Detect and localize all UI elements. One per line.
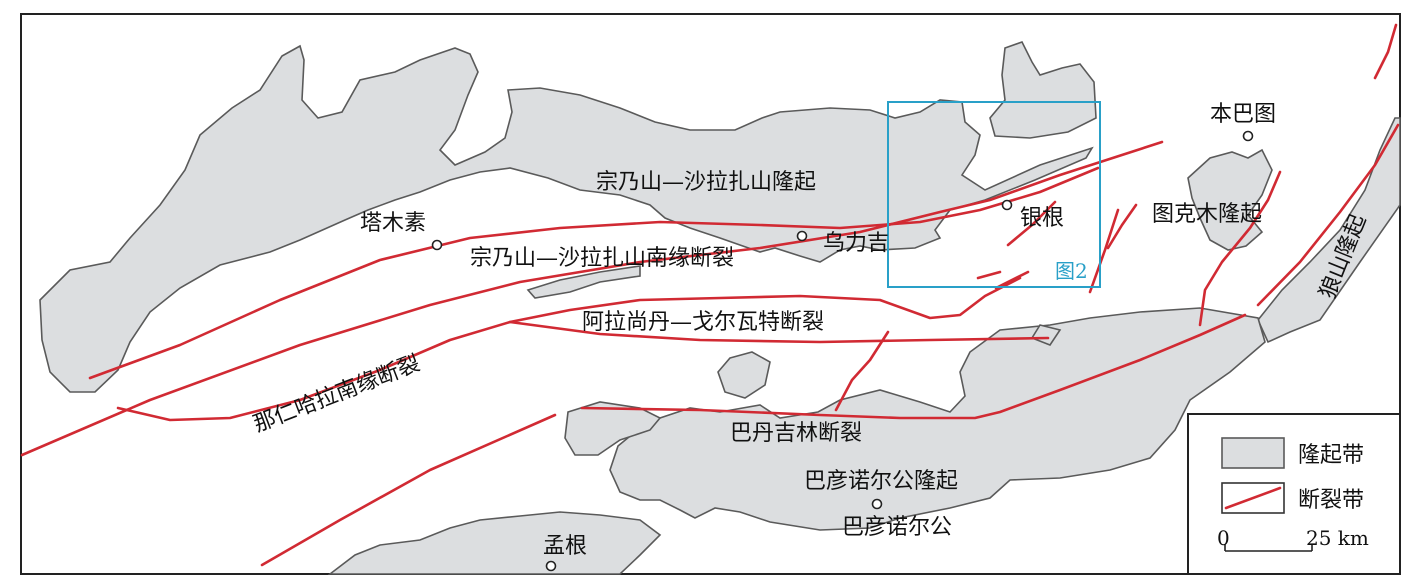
langshan-uplift-area bbox=[1257, 117, 1401, 344]
bayannuoer-label: 巴彦诺尔公 bbox=[842, 515, 952, 540]
yingen-north-lobe bbox=[989, 41, 1097, 139]
alashang-fault-label: 阿拉尚丹—戈尔瓦特断裂 bbox=[582, 310, 824, 335]
langshan-fault bbox=[1256, 123, 1400, 307]
zongnai-uplift-area bbox=[39, 44, 1094, 393]
yingen-label: 银根 bbox=[1020, 206, 1064, 231]
tuke-fault bbox=[1198, 170, 1282, 327]
inset-label: 图2 bbox=[1055, 259, 1088, 283]
tamusu-label: 塔木素 bbox=[360, 211, 426, 236]
legend-fault-line bbox=[1224, 486, 1282, 510]
menggen-uplift-area bbox=[327, 511, 662, 575]
benbatu-label: 本巴图 bbox=[1210, 102, 1276, 127]
middle-islet-2 bbox=[1030, 324, 1062, 346]
northeast-fault bbox=[1373, 23, 1398, 80]
inset-box bbox=[887, 101, 1101, 288]
yingen-fault-1 bbox=[1006, 200, 1057, 247]
tuke-uplift-label: 图克木隆起 bbox=[1152, 202, 1262, 227]
wuliji-label: 乌力吉 bbox=[823, 231, 889, 256]
alashang-branch bbox=[508, 320, 1050, 344]
southwest-fault bbox=[260, 413, 557, 567]
menggen-marker bbox=[545, 560, 557, 572]
middle-islet-1 bbox=[717, 351, 771, 399]
east-fault-2 bbox=[1106, 203, 1138, 250]
naren-fault-line bbox=[20, 140, 1164, 457]
yingen-fault-3 bbox=[994, 270, 1030, 290]
legend-uplift-label: 隆起带 bbox=[1298, 443, 1364, 468]
small-sliver bbox=[526, 265, 641, 299]
southwest-islet bbox=[564, 401, 662, 456]
scale-end-label: 25 km bbox=[1306, 526, 1369, 550]
bayannuoer-marker bbox=[871, 498, 883, 510]
scale-start-label: 0 bbox=[1217, 526, 1230, 550]
legend: 隆起带 断裂带 0 25 km bbox=[1187, 413, 1401, 575]
benbatu-marker bbox=[1242, 130, 1254, 142]
wuliji-marker bbox=[796, 230, 808, 242]
badanjilin-fault-line bbox=[580, 313, 1247, 420]
zongnai-uplift-label: 宗乃山—沙拉扎山隆起 bbox=[596, 170, 816, 195]
legend-box bbox=[1187, 413, 1401, 575]
east-fault-1 bbox=[1088, 208, 1120, 294]
menggen-label: 孟根 bbox=[543, 534, 587, 559]
legend-uplift-swatch bbox=[1221, 437, 1285, 469]
yingen-fault-2 bbox=[976, 270, 1002, 280]
alashang-fault-line bbox=[116, 276, 1022, 422]
yingen-marker bbox=[1001, 199, 1013, 211]
badanjilin-fault-label: 巴丹吉林断裂 bbox=[730, 421, 862, 446]
zongnai-fault-line bbox=[88, 166, 1100, 380]
fault-lines bbox=[20, 23, 1400, 567]
legend-fault-label: 断裂带 bbox=[1298, 488, 1364, 513]
branch-south bbox=[834, 330, 890, 412]
bayannuoer-uplift-label: 巴彦诺尔公隆起 bbox=[804, 469, 958, 494]
tamusu-marker bbox=[431, 239, 443, 251]
zongnai-fault-label: 宗乃山—沙拉扎山南缘断裂 bbox=[470, 246, 734, 271]
